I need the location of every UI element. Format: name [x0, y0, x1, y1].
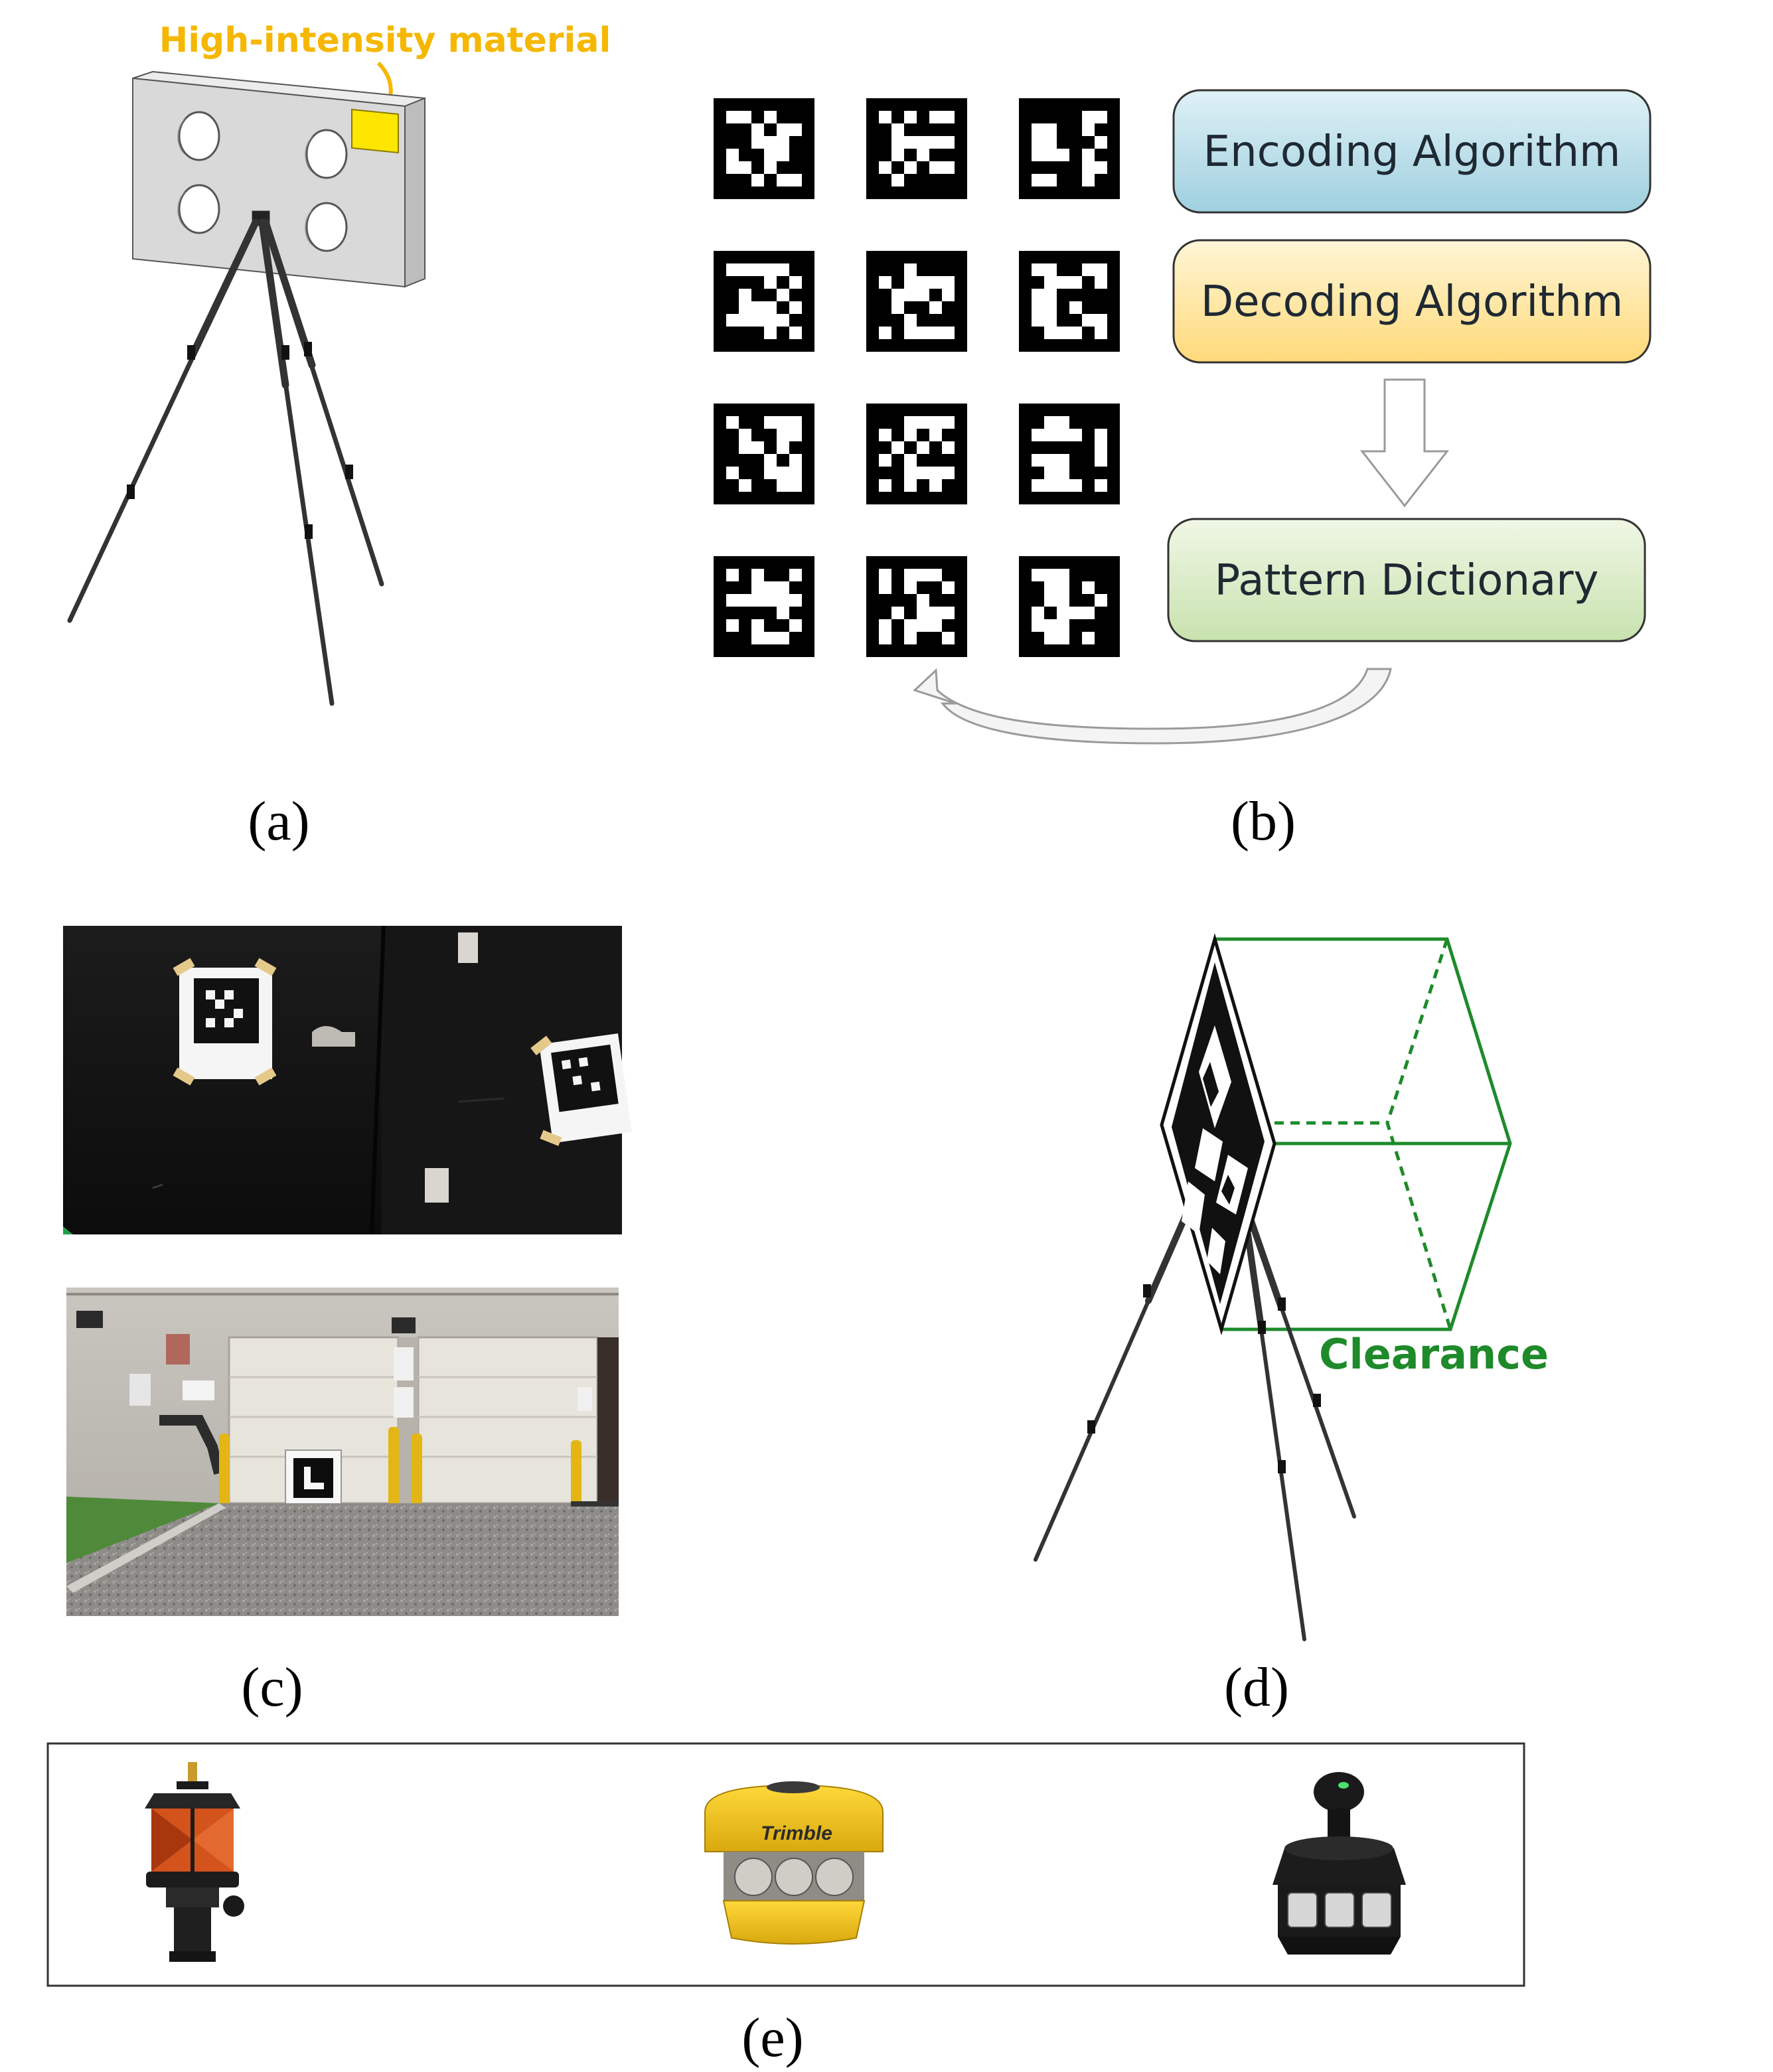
marker-6 [1019, 251, 1120, 352]
board-side-face [404, 97, 425, 288]
paper-marker-2 [530, 1033, 632, 1146]
marker-5 [866, 251, 967, 352]
board-holes [178, 111, 348, 252]
encoding-algorithm-label: Encoding Algorithm [1203, 127, 1621, 177]
curved-return-arrow-icon [913, 668, 1392, 745]
marker-1 [714, 98, 814, 199]
decoding-algorithm-label: Decoding Algorithm [1201, 277, 1623, 327]
marker-2 [866, 98, 967, 199]
down-arrow-icon [1359, 378, 1450, 508]
panel-c-photos: (c) [63, 925, 632, 1718]
prism-frame [46, 1742, 1525, 1987]
panel-e-prisms: Trimble (e) [46, 1742, 1525, 2069]
decoding-algorithm-box: Decoding Algorithm [1172, 239, 1652, 364]
marker-board [1160, 932, 1276, 1336]
prism-trimble-yellow: Trimble [704, 1781, 884, 1945]
encoding-algorithm-box: Encoding Algorithm [1172, 89, 1652, 214]
marker-board-pattern [1182, 1025, 1248, 1274]
clearance-box [1215, 937, 1512, 1331]
marker-7 [714, 404, 814, 504]
marker-8 [866, 404, 967, 504]
panel-d-clearance: Clearance (d) [1034, 932, 1549, 1718]
panel-b-encoding-diagram: Encoding Algorithm Decoding Algorithm Pa… [714, 89, 1652, 852]
hole-shading [177, 118, 313, 246]
ground-marker [285, 1449, 342, 1507]
label-d: (d) [1224, 1657, 1289, 1718]
marker-grid [714, 98, 1120, 657]
label-b: (b) [1231, 790, 1296, 852]
clearance-annotation: Clearance [1319, 1330, 1549, 1378]
trimble-logo-text: Trimble [761, 1822, 832, 1844]
marker-3 [1019, 98, 1120, 199]
photo-dark-wall [63, 925, 632, 1235]
marker-9 [1019, 404, 1120, 504]
photo-garage [66, 1288, 619, 1616]
panel-a-target-board: High-intensity material [67, 21, 611, 852]
high-intensity-annotation: High-intensity material [159, 21, 611, 60]
label-a: (a) [248, 790, 309, 852]
marker-4 [714, 251, 814, 352]
tripod-a [67, 210, 384, 706]
tripod-d [1034, 1191, 1356, 1641]
marker-10 [714, 556, 814, 657]
label-e: (e) [741, 2007, 803, 2069]
prism-360-black [1272, 1772, 1406, 1955]
high-intensity-patch [351, 108, 399, 154]
paper-marker-1 [173, 958, 277, 1086]
pattern-dictionary-box: Pattern Dictionary [1167, 518, 1646, 642]
prism-360-orange [145, 1762, 244, 1962]
pattern-dictionary-label: Pattern Dictionary [1215, 556, 1599, 605]
marker-11 [866, 556, 967, 657]
label-c: (c) [241, 1657, 303, 1718]
marker-12 [1019, 556, 1120, 657]
